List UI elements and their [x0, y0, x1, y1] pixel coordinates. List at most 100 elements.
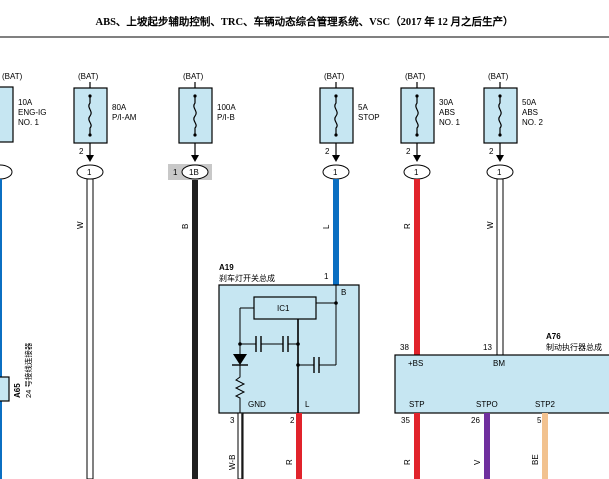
connector-pin: 1	[414, 168, 419, 177]
fuse-rating: 5A	[358, 103, 368, 112]
wire-red-abs-no1	[414, 179, 420, 355]
a76-pin-number: 13	[483, 343, 492, 352]
fuse-name-2: NO. 1	[439, 118, 460, 127]
connector-pin: 1	[497, 168, 502, 177]
fuse-box	[0, 86, 14, 143]
fuse-bat-label: (BAT)	[405, 72, 426, 81]
wire-white-p-i-am	[86, 178, 94, 479]
fuse-name: ENG-IG	[18, 108, 46, 117]
fuse-rating: 80A	[112, 103, 127, 112]
pin-number: 2	[79, 147, 84, 156]
wire-white-black-gnd	[237, 412, 244, 479]
fuse-bat-label: (BAT)	[488, 72, 509, 81]
fuse-p-i-am: (BAT) 80A P/I-AM 2 1	[73, 72, 137, 180]
fuse-rating: 50A	[522, 98, 537, 107]
fuse-name: P/I-AM	[112, 113, 137, 122]
a76-name: 制动执行器总成	[546, 342, 602, 352]
fuse-symbol-icon	[334, 96, 338, 135]
a76-pin-label: STPO	[476, 400, 498, 409]
a19-stop-light-switch: A19 刹车灯开关总成 1 B IC1	[218, 263, 360, 425]
fuse-symbol-icon	[498, 96, 502, 135]
wire-red-stp	[414, 413, 420, 479]
a19-name: 刹车灯开关总成	[219, 273, 275, 283]
wire-color-label: B	[181, 224, 190, 229]
a65-box	[0, 376, 10, 402]
connector-pin: 1B	[189, 168, 199, 177]
a19-pin-l-number: 2	[290, 416, 295, 425]
fuse-eng-ig-no1: (BAT) 10A ENG-IG NO. 1	[0, 72, 46, 180]
fuse-name: STOP	[358, 113, 380, 122]
a76-pin-number: 38	[400, 343, 409, 352]
fuse-name: ABS	[522, 108, 538, 117]
resistor-icon	[234, 374, 246, 413]
wire-black-p-i-b	[192, 180, 198, 479]
fuse-p-i-b: (BAT) 100A P/I-B 1 1B	[168, 72, 236, 180]
a19-pin-gnd-label: GND	[248, 400, 266, 409]
connector-oval	[0, 164, 13, 180]
connector-pin: 1	[333, 168, 338, 177]
a65-code: A65	[13, 383, 22, 398]
a19-pin-b-label: B	[341, 288, 346, 297]
a76-pin-label: BM	[493, 359, 505, 368]
a19-pin-gnd-number: 3	[230, 416, 235, 425]
pin-number: 1	[173, 168, 178, 177]
connector-pin: 1	[87, 168, 92, 177]
fuse-rating: 100A	[217, 103, 236, 112]
fuse-name: P/I-B	[217, 113, 235, 122]
wire-color-label: R	[403, 223, 412, 229]
fuse-bat-label: (BAT)	[183, 72, 204, 81]
a65-name: 24 号接线连接器	[23, 342, 33, 398]
pin-number: 2	[489, 147, 494, 156]
a76-pin-label: STP2	[535, 400, 556, 409]
fuse-name-2: NO. 1	[18, 118, 39, 127]
a76-pin-number: 26	[471, 416, 480, 425]
a19-pin-l-label: L	[305, 400, 310, 409]
fuse-symbol-icon	[88, 96, 92, 135]
a19-pin-b-number: 1	[324, 272, 329, 281]
arrow-down-icon	[332, 155, 340, 162]
a76-pin-label: +BS	[408, 359, 423, 368]
wire-color-label: R	[403, 459, 412, 465]
wire-color-label: W	[76, 221, 85, 229]
wire-color-label: R	[285, 459, 294, 465]
wire-color-label: BE	[531, 454, 540, 465]
fuse-name-2: NO. 2	[522, 118, 543, 127]
wire-color-label: L	[322, 224, 331, 229]
wire-color-label: W-B	[228, 455, 237, 470]
arrow-down-icon	[496, 155, 504, 162]
a76-code: A76	[546, 332, 561, 341]
a76-pin-label: STP	[409, 400, 425, 409]
fuse-rating: 30A	[439, 98, 454, 107]
fuse-symbol-icon	[193, 96, 197, 135]
pin-number: 2	[406, 147, 411, 156]
arrow-down-icon	[86, 155, 94, 162]
wire-beige-stp2	[542, 413, 548, 479]
fuse-symbol-icon	[415, 96, 419, 135]
fuse-abs-no2: (BAT) 50A ABS NO. 2 2 1	[483, 72, 543, 180]
diagram-title: ABS、上坡起步辅助控制、TRC、车辆动态综合管理系统、VSC（2017 年 1…	[95, 17, 514, 28]
a76-pin-number: 35	[401, 416, 410, 425]
wire-violet-stpo	[484, 413, 490, 479]
a76-pin-number: 5	[537, 416, 542, 425]
fuse-bat-label: (BAT)	[324, 72, 345, 81]
a19-code: A19	[219, 263, 234, 272]
diode-icon	[233, 354, 247, 365]
wire-white-abs-no2	[496, 178, 504, 356]
fuse-abs-no1: (BAT) 30A ABS NO. 1 2 1	[400, 72, 460, 180]
fuse-bat-label: (BAT)	[78, 72, 99, 81]
wire-blue-stop	[333, 179, 339, 285]
pin-number: 2	[325, 147, 330, 156]
a76-box	[394, 354, 609, 414]
fuse-stop: (BAT) 5A STOP 2 1	[319, 72, 380, 180]
fuse-bat-label: (BAT)	[2, 72, 23, 81]
connector-oval	[181, 164, 209, 180]
fuse-rating: 10A	[18, 98, 33, 107]
arrow-down-icon	[191, 155, 199, 162]
a65-junction-connector: A65 24 号接线连接器	[0, 342, 33, 402]
wire-blue-left	[0, 179, 2, 479]
a76-brake-actuator: A76 制动执行器总成 38 13 +BS BM STP STPO STP2 3…	[394, 332, 609, 425]
arrow-down-icon	[413, 155, 421, 162]
wire-color-label: W	[486, 221, 495, 229]
ic1-label: IC1	[277, 304, 290, 313]
